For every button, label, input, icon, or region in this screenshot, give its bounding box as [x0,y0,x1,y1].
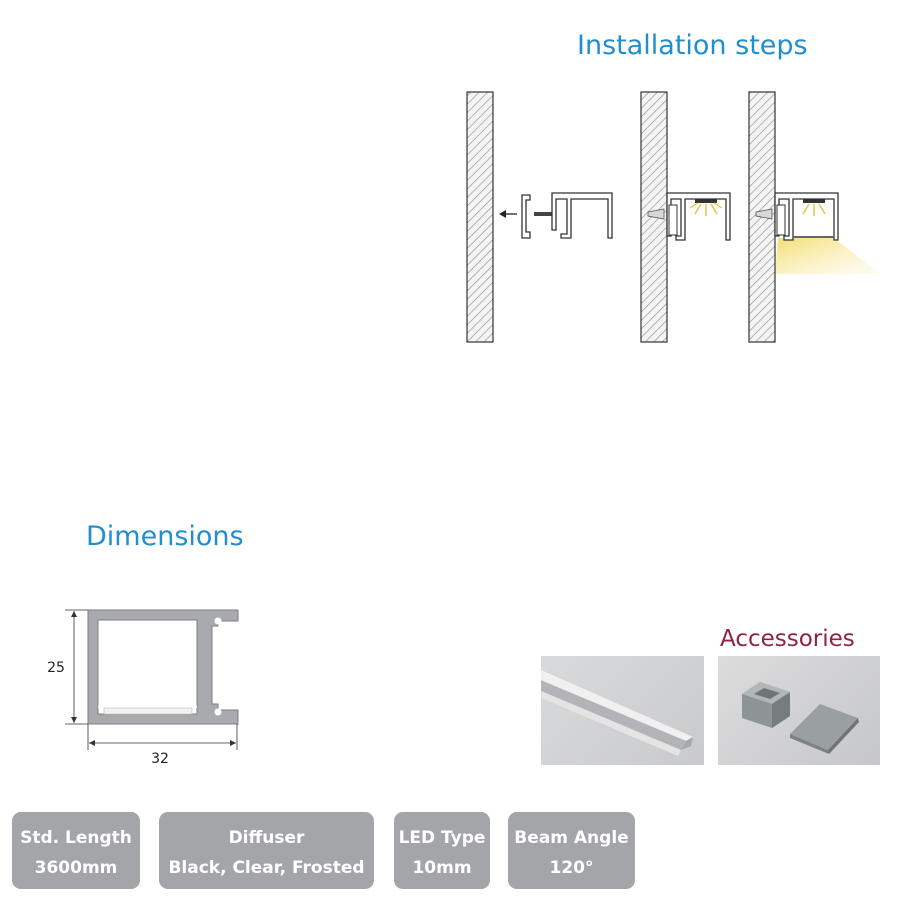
installation-step-1 [466,91,613,343]
spec-value: 3600mm [34,858,118,878]
installation-diagram [466,91,880,343]
spec-label: Std. Length [20,828,132,848]
profile-channel [551,192,613,239]
spec-label: LED Type [398,828,486,848]
light-beam [775,238,880,274]
height-dimension-line [65,609,88,725]
left-arrow-icon [499,210,517,218]
spec-diffuser: Diffuser Black, Clear, Frosted [159,812,374,889]
dimensions-title: Dimensions [86,521,244,552]
end-caps-image [742,682,859,754]
screw-icon [647,208,665,220]
spec-led-type: LED Type 10mm [394,812,490,889]
spec-label: Diffuser [228,828,305,848]
end-cap-closed [742,682,790,728]
led-strip-lit [689,199,723,216]
diffuser-image [541,670,693,756]
profile-cross-section [87,609,239,725]
spec-std-length: Std. Length 3600mm [12,812,140,889]
mounted-profile [666,192,731,241]
profile-dimension-drawing: 25 32 [47,609,239,767]
led-strip-lit [802,199,826,216]
spec-label: Beam Angle [514,828,629,848]
installation-step-2 [640,91,731,343]
mounting-clip [521,194,552,239]
height-label: 25 [47,660,65,676]
end-caps-photo [718,656,880,765]
spec-beam-angle: Beam Angle 120° [508,812,635,889]
spec-value: 10mm [412,858,472,878]
installation-steps-title: Installation steps [577,30,808,61]
spec-value: 120° [549,858,594,878]
screw-icon [755,208,773,220]
spec-value: Black, Clear, Frosted [168,858,365,878]
end-cap-open [790,704,859,754]
width-dimension-line [87,724,238,750]
wall-section [466,91,494,343]
diffuser-strip [103,707,193,715]
mounted-profile-with-diffuser [774,192,839,241]
installation-step-3 [748,91,880,343]
width-label: 32 [151,751,169,767]
accessories-title: Accessories [720,626,855,652]
diffuser-photo [541,656,704,765]
